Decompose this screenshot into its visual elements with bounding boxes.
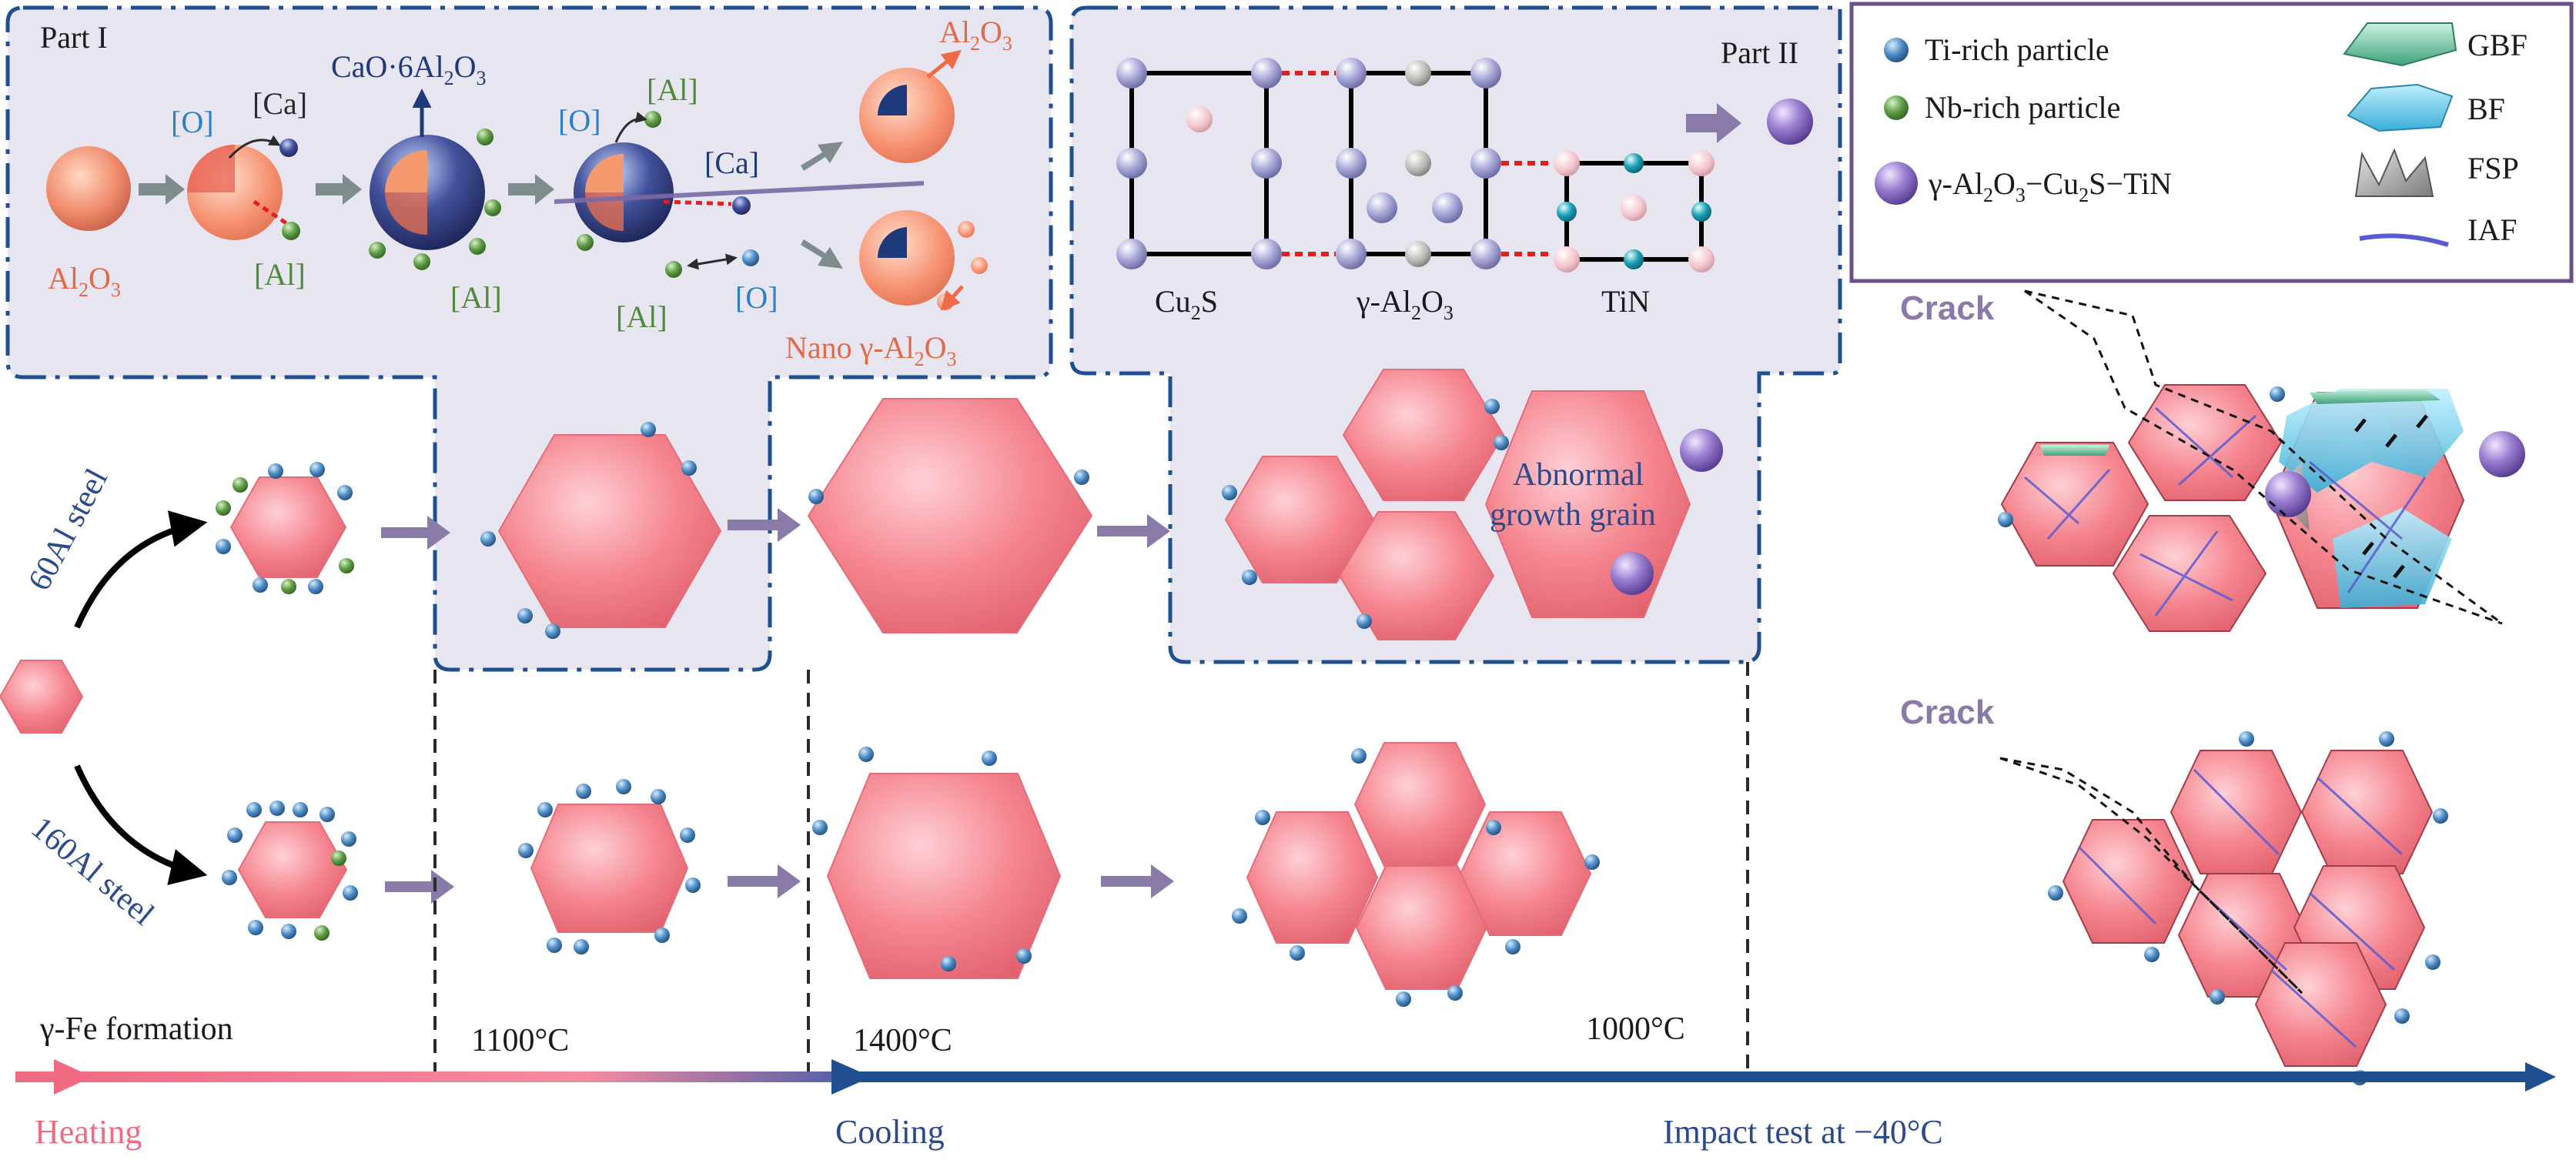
iaf-legend-icon [2359, 233, 2449, 247]
heating-bar [15, 1071, 831, 1082]
al2o3-label: Al2O3 [48, 261, 121, 301]
initial-grain [0, 660, 84, 734]
bf-legend-icon [2347, 83, 2454, 132]
crack-label-bottom: Crack [1900, 694, 1995, 731]
impact-label: Impact test at −40°C [1663, 1113, 1943, 1151]
legend-iaf: IAF [2467, 212, 2517, 247]
al-label-3: [Al] [647, 72, 698, 107]
composite-legend-icon [1875, 162, 1918, 205]
al-label-4: [Al] [616, 299, 667, 334]
o-label-3: [O] [735, 280, 778, 315]
heating-arrowhead [54, 1059, 92, 1095]
row-160al [222, 742, 1600, 1007]
cooling-bar [831, 1071, 2525, 1082]
tin-label: TiN [1601, 284, 1650, 319]
part2-content: Part II Cu2S γ-Al2O3 [1116, 35, 1813, 324]
timeline: Heating Cooling Impact test at −40°C [15, 1059, 2556, 1151]
fsp-legend-icon [2354, 148, 2434, 197]
part1-content: Part I Al2O3 [O] [Ca] [Al] CaO·6Al2O3 [40, 15, 1012, 370]
al-label-1: [Al] [254, 257, 306, 292]
ti-rich-legend-icon [1884, 38, 1909, 62]
legend-ti-rich: Ti-rich particle [1925, 32, 2109, 67]
gbf-legend-icon [2343, 22, 2457, 67]
stage-1100: 1100°C [471, 1023, 569, 1058]
nano-label: Nano γ-Al2O3 [785, 330, 957, 370]
al-label-2: [Al] [450, 280, 502, 315]
part1-process-arrows [139, 142, 843, 269]
legend-composite: γ-Al2O3−Cu2S−TiN [1928, 166, 2172, 206]
stage-dividers [433, 662, 1749, 1078]
cu2s-label: Cu2S [1155, 284, 1218, 324]
ca-label-2: [Ca] [704, 145, 759, 180]
fracture-microstructure: Crack Crack [1900, 289, 2525, 1085]
ca-atom [279, 139, 298, 157]
timeline-end-arrowhead [2525, 1062, 2556, 1091]
legend-nb-rich: Nb-rich particle [1925, 90, 2120, 125]
legend-gbf: GBF [2467, 28, 2527, 62]
row-60al: Abnormal growth grain [216, 369, 1723, 640]
legend: Ti-rich particle Nb-rich particle γ-Al2O… [1849, 2, 2574, 283]
o-label-1: [O] [171, 105, 214, 139]
abnormal-label-2: growth grain [1490, 497, 1656, 533]
cooling-arrowhead [831, 1059, 871, 1095]
cooling-label: Cooling [835, 1113, 945, 1151]
al2o3-product-label: Al2O3 [939, 15, 1012, 55]
o-label-2: [O] [558, 103, 601, 138]
crack-label-top: Crack [1900, 289, 1995, 327]
nb-rich-legend-icon [1884, 95, 1909, 120]
stage-1000: 1000°C [1586, 1011, 1685, 1047]
cao-label: CaO·6Al2O3 [331, 49, 487, 89]
abnormal-label-1: Abnormal [1513, 457, 1644, 493]
part1-title: Part I [40, 20, 108, 55]
stage-gamma-fe: γ-Fe formation [39, 1011, 233, 1047]
legend-fsp: FSP [2467, 151, 2519, 186]
al-atom [282, 222, 300, 240]
gamma-al2o3-label: γ-Al2O3 [1356, 284, 1454, 324]
ca-label-1: [Ca] [253, 86, 307, 121]
heating-label: Heating [35, 1113, 142, 1151]
al2o3-sphere [46, 146, 131, 231]
steel-60al-label: 60Al steel [22, 463, 115, 597]
part2-title: Part II [1721, 35, 1798, 70]
stage-1400: 1400°C [853, 1023, 952, 1058]
legend-bf: BF [2467, 92, 2505, 126]
steel-160al-label: 160Al steel [25, 810, 161, 932]
composite-inclusion [1767, 99, 1813, 145]
